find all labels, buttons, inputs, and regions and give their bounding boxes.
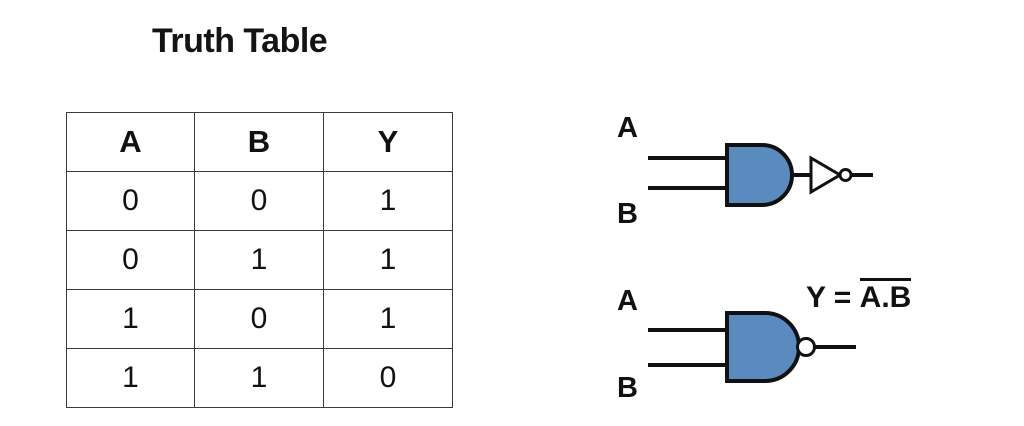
not-gate-triangle [809, 155, 843, 195]
not-gate-bubble-icon [838, 168, 853, 182]
equation-lhs: Y = [806, 281, 860, 314]
circuit1-input-label-b: B [617, 198, 638, 230]
equation-barred-term: A.B [859, 278, 912, 313]
cell-a: 0 [66, 171, 195, 231]
cell-y: 1 [323, 230, 453, 290]
and-gate-body-fill [727, 145, 792, 205]
cell-y: 1 [323, 289, 453, 349]
cell-b: 1 [194, 348, 324, 408]
page-title: Truth Table [152, 22, 328, 60]
table-row: 0 1 1 [66, 230, 453, 290]
cell-b: 1 [194, 230, 324, 290]
circuit2-input-label-a: A [617, 285, 638, 317]
table-row: 1 0 1 [66, 289, 453, 349]
table-header-row: A B Y [66, 112, 453, 172]
nand-gate-body-fill [727, 313, 799, 381]
cell-a: 1 [66, 289, 195, 349]
table-row: 1 1 0 [66, 348, 453, 408]
truth-table: A B Y 0 0 1 0 1 1 1 0 1 1 1 0 [66, 112, 453, 408]
cell-a: 1 [66, 348, 195, 408]
circuit-and-then-not [648, 143, 873, 207]
cell-y: 1 [323, 171, 453, 231]
cell-a: 0 [66, 230, 195, 290]
column-header-a: A [66, 112, 195, 172]
table-row: 0 0 1 [66, 171, 453, 231]
column-header-b: B [194, 112, 324, 172]
circuit1-input-label-a: A [617, 112, 638, 144]
column-header-y: Y [323, 112, 453, 172]
circuit2-input-label-b: B [617, 372, 638, 404]
boolean-equation: Y = A.B [806, 278, 912, 314]
cell-y: 0 [323, 348, 453, 408]
circuit-nand [648, 311, 856, 383]
cell-b: 0 [194, 289, 324, 349]
and-gate-outline [725, 143, 794, 207]
nand-gate-outline [725, 311, 801, 383]
nand-gate-bubble-icon [796, 337, 816, 357]
cell-b: 0 [194, 171, 324, 231]
